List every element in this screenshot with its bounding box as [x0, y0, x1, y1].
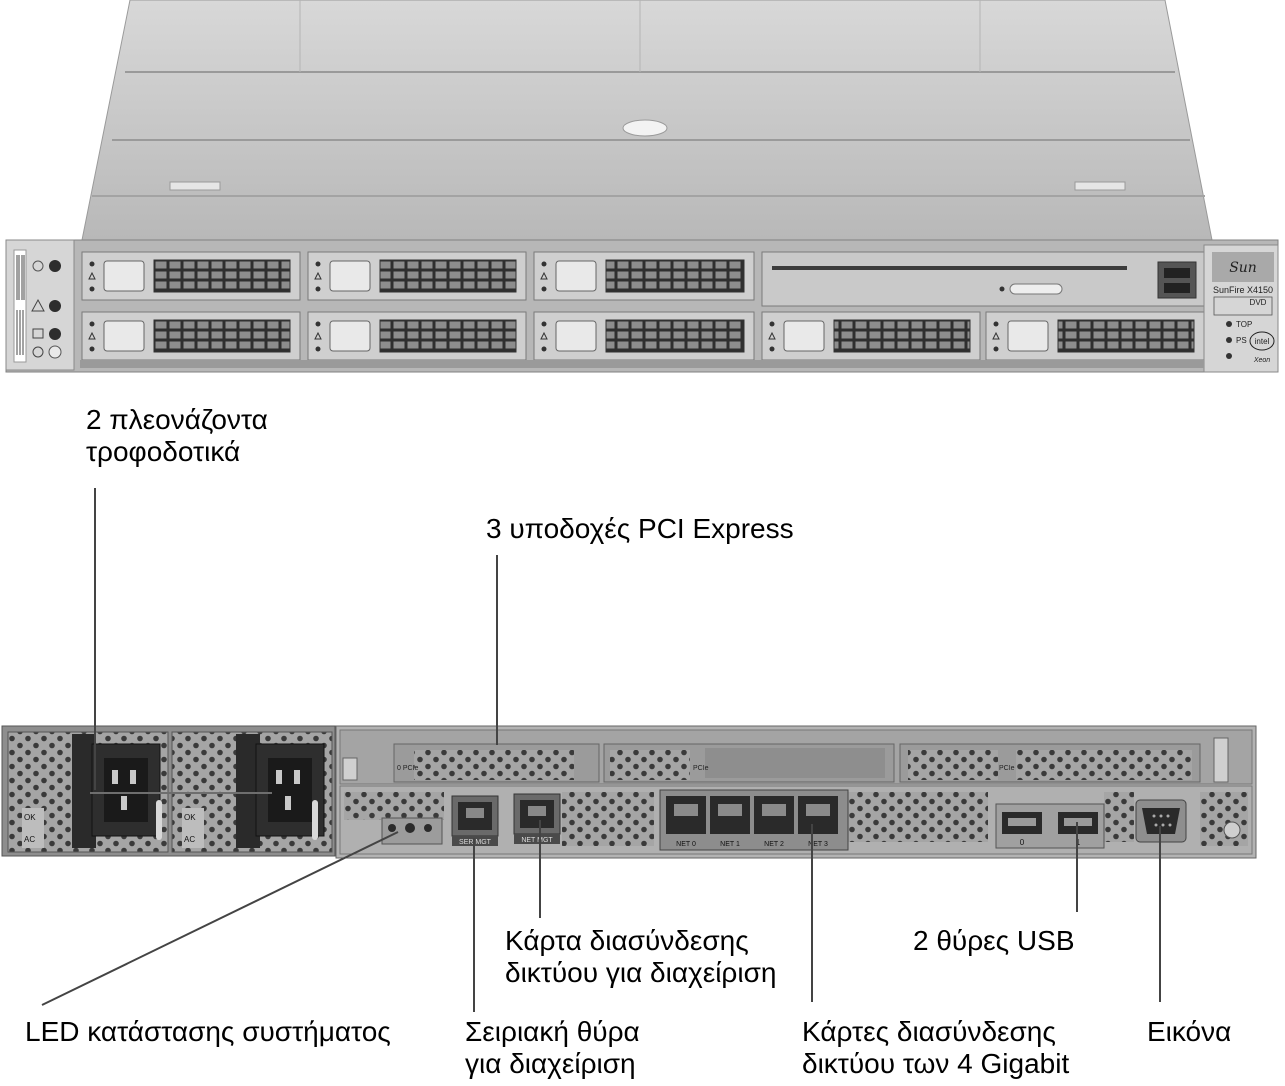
net1-port[interactable]: NET 1 [710, 796, 750, 848]
usb-ports-label: 2 θύρες USB [913, 925, 1075, 956]
net3-port[interactable]: NET 3 [798, 796, 838, 848]
status-led-callout-line [41, 831, 399, 1006]
svg-text:NET 3: NET 3 [808, 841, 828, 848]
svg-text:Sun: Sun [1229, 260, 1257, 276]
usb-ports: 0 1 [995, 803, 1105, 849]
power-icon [32, 346, 44, 358]
drive-bay[interactable] [985, 311, 1205, 361]
service-warning-icon [31, 298, 45, 312]
drive-bay[interactable] [81, 251, 301, 301]
svg-text:PCIe: PCIe [693, 765, 709, 772]
service-led [49, 300, 61, 312]
svg-text:0: 0 [1020, 838, 1025, 847]
svg-text:NET MGT: NET MGT [521, 837, 553, 844]
drive-bay[interactable] [533, 311, 755, 361]
drive-bay[interactable] [761, 311, 981, 361]
pcie-slot-1[interactable]: PCIe [603, 743, 895, 783]
callout-lines [41, 488, 1161, 1012]
svg-text:Xeon: Xeon [1253, 357, 1270, 364]
drive-bay[interactable] [307, 251, 527, 301]
svg-text:AC: AC [184, 835, 195, 844]
ok-led [49, 328, 61, 340]
drive-bay[interactable] [307, 311, 527, 361]
power-supply-2: OK AC [171, 731, 333, 853]
svg-text:OK: OK [184, 813, 196, 822]
dvd-drive[interactable] [761, 251, 1205, 307]
drive-bay[interactable] [81, 311, 301, 361]
svg-text:OK: OK [24, 813, 36, 822]
svg-text:NET 0: NET 0 [676, 841, 696, 848]
svg-text:PCIe: PCIe [999, 765, 1015, 772]
top-led-label: TOP [1236, 320, 1252, 329]
pcie-slot-0[interactable]: 0 PCIe [393, 743, 600, 783]
svg-text:SER MGT: SER MGT [459, 839, 492, 846]
sun-logo [1212, 252, 1274, 282]
barcode-label [16, 255, 25, 355]
system-status-leds [381, 817, 443, 845]
front-view: Sun SunFire X4150 DVD TOP PS intel Xeon [5, 0, 1279, 373]
svg-text:intel: intel [1255, 337, 1270, 346]
pcie-slot-2[interactable]: PCIe [899, 743, 1201, 783]
video-port[interactable] [1135, 799, 1187, 843]
rear-view: OK AC OK AC 0 PCIe [1, 725, 1257, 859]
mgmt-nic-label: Κάρτα διασύνδεσης δικτύου για διαχείριση [505, 925, 777, 988]
net0-port[interactable]: NET 0 [666, 796, 706, 848]
gigabit-ethernet-ports: NET 0 NET 1 NET 2 NET 3 [659, 789, 849, 851]
lid-screw [622, 119, 668, 137]
svg-text:1: 1 [1076, 838, 1081, 847]
usb-port-0[interactable]: 0 [1002, 812, 1042, 847]
power-button[interactable] [48, 345, 62, 359]
pcie-slots-label: 3 υποδοχές PCI Express [486, 513, 794, 544]
svg-text:0 PCIe: 0 PCIe [397, 765, 419, 772]
net2-port[interactable]: NET 2 [754, 796, 794, 848]
gigabit-nics-label: Κάρτες διασύνδεσης δικτύου των 4 Gigabit [802, 1016, 1070, 1079]
intel-logo [1249, 331, 1275, 351]
video-label: Εικόνα [1147, 1016, 1232, 1047]
model-label: SunFire X4150 [1213, 285, 1273, 295]
svg-text:AC: AC [24, 835, 35, 844]
drive-bay[interactable] [533, 251, 755, 301]
locator-button[interactable] [49, 260, 61, 272]
net-mgt-port[interactable]: NET MGT [513, 793, 561, 844]
svg-text:NET 1: NET 1 [720, 841, 740, 848]
ps-led-label: PS [1236, 336, 1247, 345]
dvd-led-label: DVD [1250, 298, 1267, 307]
serial-port-label: Σειριακή θύρα για διαχείριση [465, 1016, 640, 1079]
status-led-label: LED κατάστασης συστήματος [25, 1016, 391, 1047]
power-supplies-label: 2 πλεονάζοντα τροφοδοτικά [86, 404, 268, 467]
svg-text:NET 2: NET 2 [764, 841, 784, 848]
